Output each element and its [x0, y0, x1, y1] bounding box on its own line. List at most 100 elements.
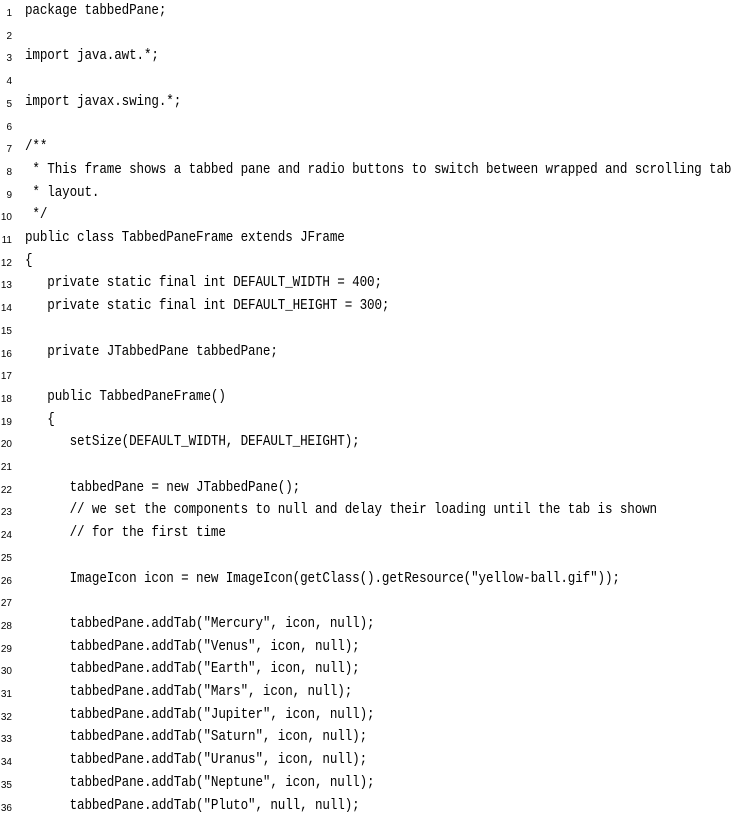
code-text: import javax.swing.*;: [25, 92, 182, 110]
line-number: 3: [6, 53, 12, 65]
line-number: 25: [0, 552, 12, 564]
code-line: 9 * layout.: [0, 182, 755, 205]
code-line: 15: [0, 318, 755, 341]
code-line: 30 tabbedPane.addTab("Earth", icon, null…: [0, 658, 755, 681]
code-text: public class TabbedPaneFrame extends JFr…: [25, 229, 345, 246]
code-line: 10 */: [0, 204, 755, 227]
code-text: setSize(DEFAULT_WIDTH, DEFAULT_HEIGHT);: [25, 433, 360, 451]
code-text: * This frame shows a tabbed pane and rad…: [25, 160, 732, 178]
code-line: 35 tabbedPane.addTab("Neptune", icon, nu…: [0, 772, 755, 795]
code-text: import java.awt.*;: [25, 47, 159, 65]
line-number: 21: [0, 462, 12, 473]
code-line: 27: [0, 590, 755, 613]
line-number: 24: [0, 530, 12, 542]
code-line: 8 * This frame shows a tabbed pane and r…: [0, 159, 755, 182]
line-number: 32: [0, 711, 12, 723]
code-text: // for the first time: [25, 524, 226, 542]
line-number: 7: [6, 144, 12, 156]
code-line: 19 {: [0, 409, 755, 432]
line-number: 14: [0, 303, 12, 315]
line-number: 8: [6, 166, 12, 178]
code-line: 13 private static final int DEFAULT_WIDT…: [0, 272, 755, 295]
code-line: 18 public TabbedPaneFrame(): [0, 386, 755, 409]
code-line: 11 public class TabbedPaneFrame extends J…: [0, 227, 755, 250]
line-number: 34: [0, 757, 12, 769]
code-line: 26 ImageIcon icon = new ImageIcon(getCla…: [0, 568, 755, 591]
code-line: 20 setSize(DEFAULT_WIDTH, DEFAULT_HEIGHT…: [0, 431, 755, 454]
code-text: tabbedPane.addTab("Mercury", icon, null)…: [25, 614, 375, 632]
code-text: */: [25, 206, 48, 224]
code-text: tabbedPane.addTab("Uranus", icon, null);: [25, 751, 368, 769]
line-number: 28: [0, 620, 12, 632]
code-text: tabbedPane.addTab("Jupiter", icon, null)…: [25, 705, 375, 723]
code-line: 7 /**: [0, 136, 755, 159]
line-number: 31: [0, 689, 12, 700]
line-number: 6: [6, 121, 12, 133]
code-text: // we set the components to null and del…: [25, 501, 658, 519]
code-line: 36 tabbedPane.addTab("Pluto", null, null…: [0, 795, 755, 818]
line-number: 15: [0, 325, 12, 337]
code-line: 25: [0, 545, 755, 568]
line-number: 17: [0, 371, 12, 383]
code-line: 21: [0, 454, 755, 477]
line-number: 27: [0, 598, 12, 610]
code-line: 29 tabbedPane.addTab("Venus", icon, null…: [0, 636, 755, 659]
line-number: 18: [0, 393, 12, 405]
code-text: private static final int DEFAULT_HEIGHT …: [25, 297, 390, 315]
code-text: public TabbedPaneFrame(): [25, 387, 226, 405]
code-text: private static final int DEFAULT_WIDTH =…: [25, 274, 382, 292]
line-number: 20: [0, 439, 12, 451]
code-text: {: [25, 251, 33, 269]
code-text: tabbedPane.addTab("Pluto", null, null);: [25, 796, 360, 814]
code-line: 1 package tabbedPane;: [0, 0, 755, 23]
code-line: 14 private static final int DEFAULT_HEIG…: [0, 295, 755, 318]
line-number: 19: [0, 416, 12, 428]
code-line: 12 {: [0, 250, 755, 273]
code-text: tabbedPane.addTab("Mars", icon, null);: [25, 683, 353, 700]
line-number: 29: [0, 643, 12, 655]
code-text: ImageIcon icon = new ImageIcon(getClass(…: [25, 569, 620, 587]
code-line: 22 tabbedPane = new JTabbedPane();: [0, 477, 755, 500]
code-text: tabbedPane = new JTabbedPane();: [25, 478, 301, 496]
code-text: package tabbedPane;: [25, 2, 167, 19]
code-line: 16 private JTabbedPane tabbedPane;: [0, 341, 755, 364]
line-number: 35: [0, 779, 12, 791]
code-line: 31 tabbedPane.addTab("Mars", icon, null)…: [0, 681, 755, 704]
line-number: 23: [0, 507, 12, 519]
line-number: 4: [6, 76, 12, 88]
code-text: {: [25, 410, 55, 428]
code-line: 5 import javax.swing.*;: [0, 91, 755, 114]
code-line: 23 // we set the components to null and …: [0, 499, 755, 522]
line-number: 5: [6, 98, 12, 110]
line-number: 1: [6, 8, 12, 19]
code-text: tabbedPane.addTab("Neptune", icon, null)…: [25, 773, 375, 791]
line-number: 13: [0, 280, 12, 292]
line-number: 10: [0, 212, 12, 224]
line-number: 9: [6, 189, 12, 201]
line-number: 16: [0, 348, 12, 360]
code-line: 28 tabbedPane.addTab("Mercury", icon, nu…: [0, 613, 755, 636]
code-text: /**: [25, 138, 48, 156]
code-text: private JTabbedPane tabbedPane;: [25, 342, 278, 360]
line-number: 33: [0, 734, 12, 746]
line-number: 36: [0, 802, 12, 814]
code-text: * layout.: [25, 183, 100, 201]
code-line: 32 tabbedPane.addTab("Jupiter", icon, nu…: [0, 704, 755, 727]
line-number: 12: [0, 257, 12, 269]
code-line: 34 tabbedPane.addTab("Uranus", icon, nul…: [0, 749, 755, 772]
line-number: 26: [0, 575, 12, 587]
line-number: 30: [0, 666, 12, 678]
code-line: 24 // for the first time: [0, 522, 755, 545]
line-number: 11: [1, 235, 12, 246]
line-number: 22: [0, 484, 12, 496]
code-line: 3 import java.awt.*;: [0, 45, 755, 68]
code-line: 4: [0, 68, 755, 91]
code-text: tabbedPane.addTab("Saturn", icon, null);: [25, 728, 368, 746]
code-text: tabbedPane.addTab("Venus", icon, null);: [25, 637, 360, 655]
line-number: 2: [6, 30, 12, 42]
code-line: 2: [0, 23, 755, 46]
code-line: 6: [0, 114, 755, 137]
code-line: 17: [0, 363, 755, 386]
code-line: 33 tabbedPane.addTab("Saturn", icon, nul…: [0, 726, 755, 749]
code-text: tabbedPane.addTab("Earth", icon, null);: [25, 660, 360, 678]
